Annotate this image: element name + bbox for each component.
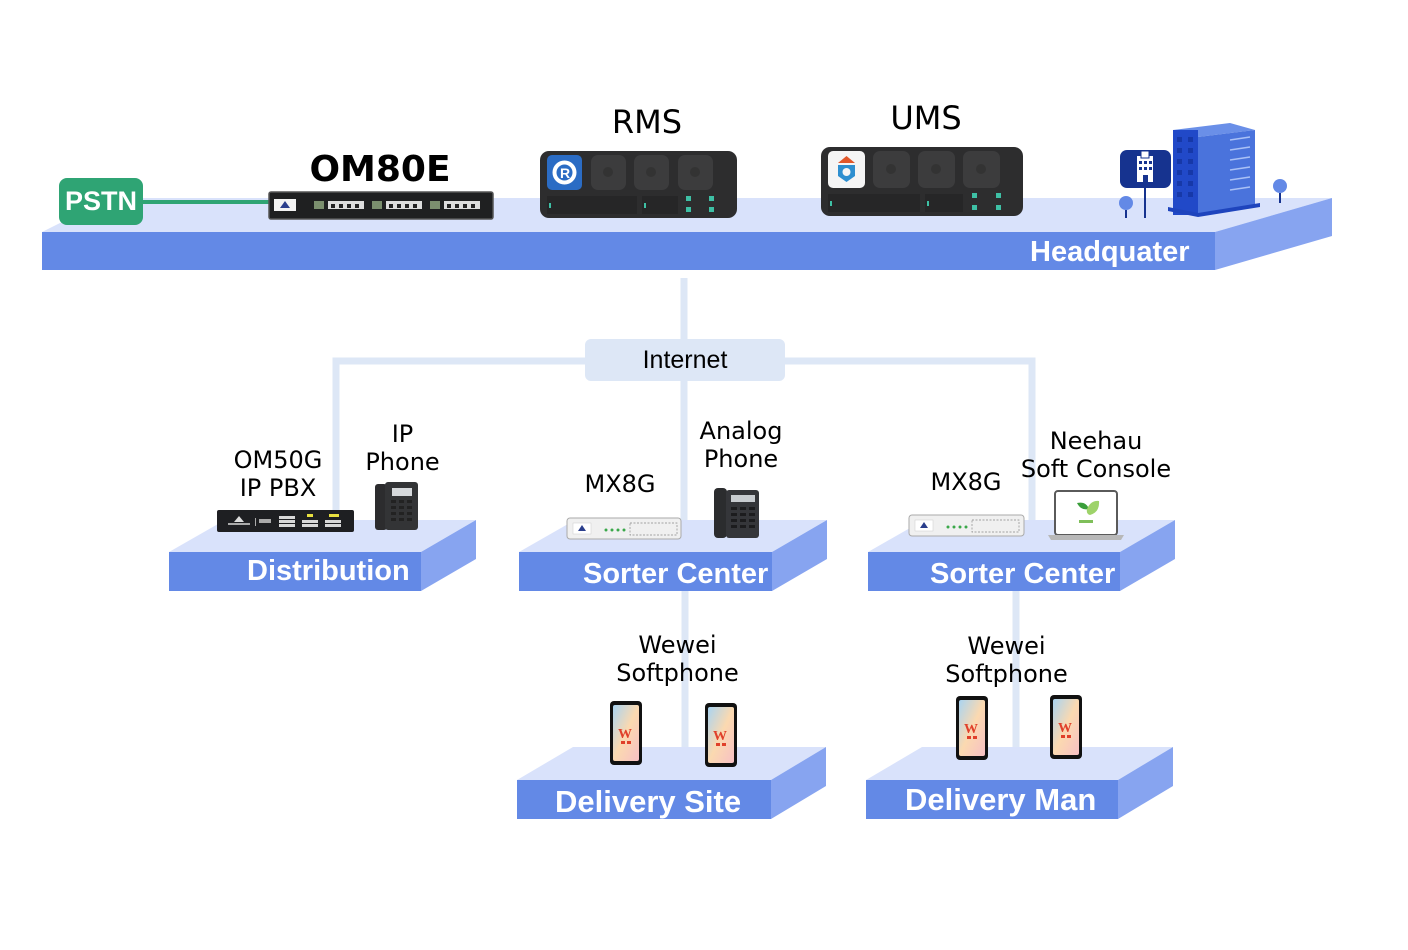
- wewei-softphone-label-2: Wewei Softphone: [939, 632, 1074, 688]
- wewei-softphone-label-1: Wewei Softphone: [610, 631, 745, 687]
- om80e-device-icon[interactable]: [268, 191, 494, 221]
- om50g-label-line-2: IP PBX: [239, 474, 317, 502]
- platform-side: [1215, 198, 1332, 270]
- ums-label: UMS: [890, 99, 962, 137]
- platform-label-sorter-center-1: Sorter Center: [583, 558, 769, 590]
- platform-label-headquarter: Headquater: [1030, 236, 1190, 268]
- mx8g-label-1: MX8G: [584, 470, 656, 498]
- om50g-label: OM50G IP PBX: [218, 446, 338, 502]
- svg-text:W: W: [618, 727, 632, 742]
- mx8g-gateway-icon-1[interactable]: [566, 517, 682, 540]
- server-bay-icon: [591, 155, 713, 190]
- analog-phone-label-line-1: Analog: [699, 417, 783, 445]
- ums-server-icon[interactable]: [820, 146, 1025, 218]
- pstn-label: PSTN: [64, 186, 137, 216]
- mx8g-gateway-icon-2[interactable]: [908, 514, 1025, 537]
- internet-hub[interactable]: Internet: [585, 339, 785, 381]
- wewei-label-line-2: Softphone: [616, 659, 739, 687]
- neehau-label: Neehau Soft Console: [1020, 427, 1172, 483]
- analog-phone-icon[interactable]: [714, 488, 760, 538]
- ip-phone-icon[interactable]: [375, 482, 419, 532]
- svg-text:W: W: [713, 729, 727, 744]
- platform-label-delivery-man: Delivery Man: [905, 782, 1097, 817]
- neehau-label-line-2: Soft Console: [1020, 455, 1172, 483]
- ip-phone-label-line-1: IP: [391, 420, 414, 448]
- platform-label-delivery-site: Delivery Site: [555, 784, 742, 819]
- platform-front: [42, 232, 1215, 270]
- platform-label-distribution: Distribution: [247, 555, 410, 587]
- svg-text:W: W: [1058, 721, 1072, 736]
- platform-delivery-man: [866, 747, 1173, 819]
- om80e-label: OM80E: [309, 149, 451, 190]
- headquarter-building-icon: [1119, 123, 1287, 218]
- om50g-device-icon[interactable]: [217, 510, 355, 533]
- rms-server-icon[interactable]: R: [539, 150, 739, 220]
- mx8g-label-2: MX8G: [930, 468, 1002, 496]
- neehau-label-line-1: Neehau: [1049, 427, 1143, 455]
- neehau-laptop-icon[interactable]: [1047, 490, 1125, 541]
- ip-phone-label-line-2: Phone: [365, 448, 440, 476]
- pstn-badge[interactable]: PSTN: [59, 178, 143, 225]
- ip-phone-label: IP Phone: [355, 420, 450, 476]
- platform-label-sorter-center-2: Sorter Center: [930, 558, 1116, 590]
- link-internet-sorter-2: [780, 357, 1036, 520]
- link-internet-distribution: [332, 357, 590, 520]
- server-bay-icon: [873, 151, 1000, 188]
- rms-label: RMS: [611, 103, 683, 141]
- smartphone-icon[interactable]: W: [704, 702, 739, 769]
- om50g-label-line-1: OM50G: [233, 446, 323, 474]
- smartphone-icon[interactable]: W: [609, 700, 643, 767]
- internet-label: Internet: [642, 345, 728, 374]
- analog-phone-label-line-2: Phone: [703, 445, 779, 473]
- analog-phone-label: Analog Phone: [690, 417, 792, 473]
- wewei-label-line-1: Wewei: [967, 632, 1046, 660]
- wewei-label-line-2: Softphone: [945, 660, 1068, 688]
- platform-delivery-site: [517, 747, 826, 819]
- smartphone-icon[interactable]: W: [955, 695, 989, 762]
- wewei-label-line-1: Wewei: [638, 631, 717, 659]
- svg-text:W: W: [964, 722, 978, 737]
- svg-text:R: R: [560, 165, 570, 181]
- smartphone-icon[interactable]: W: [1049, 694, 1084, 761]
